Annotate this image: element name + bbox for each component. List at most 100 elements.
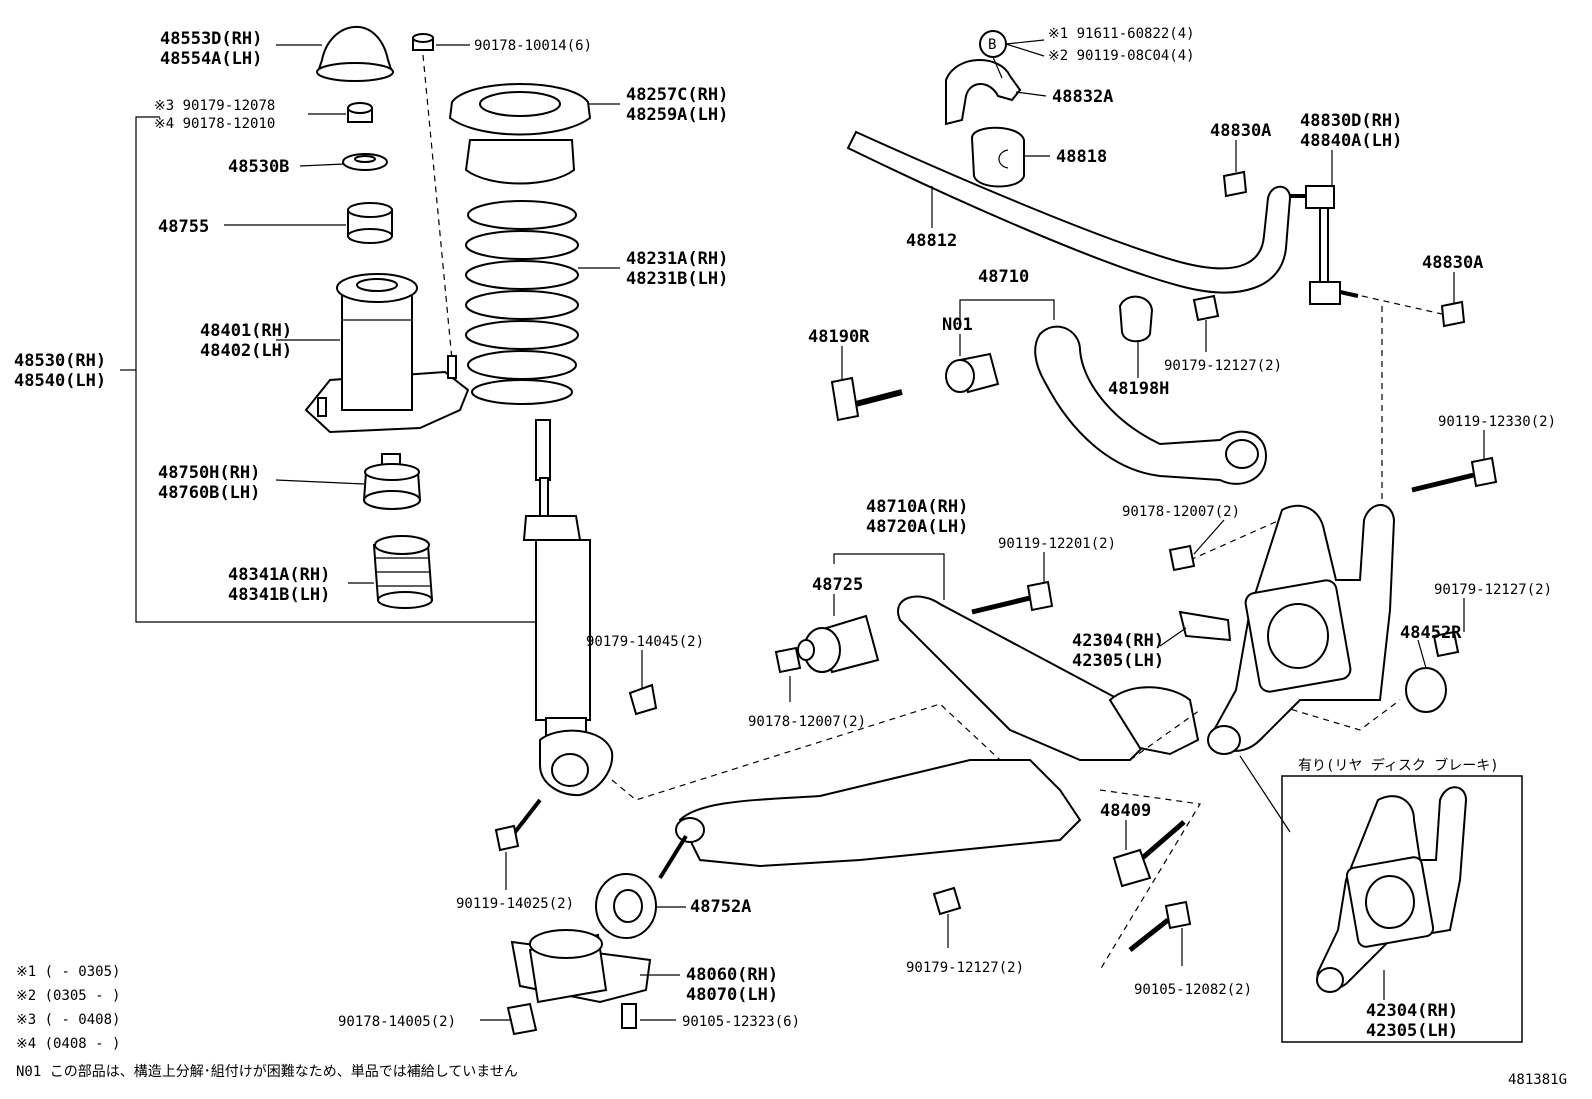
label-90119-08c04: ※2 90119-08C04(4)	[1048, 48, 1195, 64]
bolt-48409[interactable]	[1112, 820, 1186, 888]
coil-spring-48231a[interactable]	[465, 200, 579, 405]
footnote-2: ※2 (0305 - )	[16, 988, 120, 1004]
label-42305-a: 42305(LH)	[1072, 651, 1164, 671]
label-48198h: 48198H	[1108, 379, 1169, 399]
bolt-48190r[interactable]	[830, 376, 903, 422]
bushing-48452r[interactable]	[1405, 667, 1447, 713]
nut-90178-14005[interactable]	[506, 1002, 538, 1036]
nut-48830a-top[interactable]	[1222, 170, 1248, 198]
bushing-48750h[interactable]	[362, 453, 422, 510]
label-callout-b: B	[988, 37, 996, 53]
label-90178-12007-a: 90178-12007(2)	[1122, 504, 1240, 520]
spring-seat-48257c[interactable]	[448, 83, 592, 185]
nut-90178-12007-a[interactable]	[1168, 544, 1196, 572]
shock-absorber[interactable]	[522, 419, 614, 797]
label-48530b: 48530B	[228, 157, 289, 177]
label-90179-12127-c: 90179-12127(2)	[906, 960, 1024, 976]
nut-90179-12127-b[interactable]	[1432, 630, 1460, 658]
bump-cap-48553d[interactable]	[316, 26, 394, 82]
label-48409: 48409	[1100, 801, 1151, 821]
label-48259a: 48259A(LH)	[626, 105, 728, 125]
label-48752a: 48752A	[690, 897, 751, 917]
label-42304-a: 42304(RH)	[1072, 631, 1164, 651]
nut-90179-14045[interactable]	[628, 683, 658, 716]
label-90178-12010: ※4 90178-12010	[154, 116, 275, 132]
nut-90178-12007-b[interactable]	[774, 646, 802, 674]
label-48750h: 48750H(RH)	[158, 463, 260, 483]
label-90178-14005: 90178-14005(2)	[338, 1014, 456, 1030]
label-90178-10014: 90178-10014(6)	[474, 38, 592, 54]
label-48231b: 48231B(LH)	[626, 269, 728, 289]
label-91611-60822: ※1 91611-60822(4)	[1048, 26, 1195, 42]
label-48452r: 48452R	[1400, 623, 1462, 643]
label-42305-b: 42305(LH)	[1366, 1021, 1458, 1041]
label-90178-12007-b: 90178-12007(2)	[748, 714, 866, 730]
label-90179-12127-b: 90179-12127(2)	[1434, 582, 1552, 598]
bolt-90119-14025[interactable]	[494, 798, 542, 852]
bushing-48755[interactable]	[347, 202, 393, 244]
note-n01: N01 この部品は、構造上分解･組付けが困難なため、単品では補給していません	[16, 1064, 518, 1080]
label-n01: N01	[942, 315, 973, 335]
bolt-90105-12082[interactable]	[1128, 900, 1192, 952]
nut-48830a-right[interactable]	[1440, 300, 1466, 328]
washer-48530b[interactable]	[342, 153, 388, 171]
label-48060: 48060(RH)	[686, 965, 778, 985]
bolt-90105-12323[interactable]	[621, 1003, 637, 1029]
label-48710a: 48710A(RH)	[866, 497, 968, 517]
label-48190r: 48190R	[808, 327, 870, 347]
bolt-90119-12330[interactable]	[1411, 456, 1498, 493]
nut-90179-12127-c[interactable]	[932, 886, 962, 916]
label-48540: 48540(LH)	[14, 371, 106, 391]
bushing-n01[interactable]	[945, 352, 1000, 394]
footnote-4: ※4 (0408 - )	[16, 1036, 120, 1052]
label-48830a-right: 48830A	[1422, 253, 1483, 273]
footnote-3: ※3 ( - 0408)	[16, 1012, 120, 1028]
label-48830a-top: 48830A	[1210, 121, 1271, 141]
label-48530: 48530(RH)	[14, 351, 106, 371]
bracket-48832a[interactable]	[945, 59, 1022, 126]
label-48401: 48401(RH)	[200, 321, 292, 341]
label-48554a: 48554A(LH)	[160, 49, 262, 69]
support-48401[interactable]	[304, 273, 470, 434]
label-48402: 48402(LH)	[200, 341, 292, 361]
label-48710: 48710	[978, 267, 1029, 287]
label-48818: 48818	[1056, 147, 1107, 167]
drawing-number: 481381G	[1508, 1072, 1567, 1088]
bushing-48725[interactable]	[797, 614, 880, 674]
label-48755: 48755	[158, 217, 209, 237]
nut-90179-12078[interactable]	[347, 102, 373, 123]
label-48257c: 48257C(RH)	[626, 85, 728, 105]
stabilizer-bar-48812[interactable]	[846, 130, 1292, 294]
label-48830d: 48830D(RH)	[1300, 111, 1402, 131]
footnote-1: ※1 ( - 0305)	[16, 964, 120, 980]
label-48812: 48812	[906, 231, 957, 251]
bushing-48752a[interactable]	[595, 873, 657, 939]
label-42304-b: 42304(RH)	[1366, 1001, 1458, 1021]
stabilizer-link-48830d[interactable]	[1290, 185, 1359, 305]
label-48832a: 48832A	[1052, 87, 1113, 107]
bracket-48060[interactable]	[510, 929, 652, 1004]
upper-arm-48710[interactable]	[1034, 325, 1268, 485]
label-48840a: 48840A(LH)	[1300, 131, 1402, 151]
bolt-90119-12201[interactable]	[971, 580, 1054, 615]
label-48553d: 48553D(RH)	[160, 29, 262, 49]
label-48231a: 48231A(RH)	[626, 249, 728, 269]
label-48725: 48725	[812, 575, 863, 595]
bushing-48818[interactable]	[970, 126, 1025, 188]
label-90179-12127-a: 90179-12127(2)	[1164, 358, 1282, 374]
label-48720a: 48720A(LH)	[866, 517, 968, 537]
bump-stopper-48341a[interactable]	[372, 535, 434, 609]
label-90119-14025: 90119-14025(2)	[456, 896, 574, 912]
label-48341b: 48341B(LH)	[228, 585, 330, 605]
label-48760b: 48760B(LH)	[158, 483, 260, 503]
bushing-48198h[interactable]	[1118, 295, 1154, 343]
knuckle-42304[interactable]	[1178, 504, 1396, 755]
inset-disc-brake	[1281, 775, 1523, 1043]
nut-90179-12127-a[interactable]	[1192, 294, 1220, 322]
nut-90178-10014[interactable]	[412, 33, 434, 51]
trailing-arm[interactable]	[658, 595, 1200, 880]
label-90179-12078: ※3 90179-12078	[154, 98, 275, 114]
label-90105-12082: 90105-12082(2)	[1134, 982, 1252, 998]
label-90179-14045: 90179-14045(2)	[586, 634, 704, 650]
